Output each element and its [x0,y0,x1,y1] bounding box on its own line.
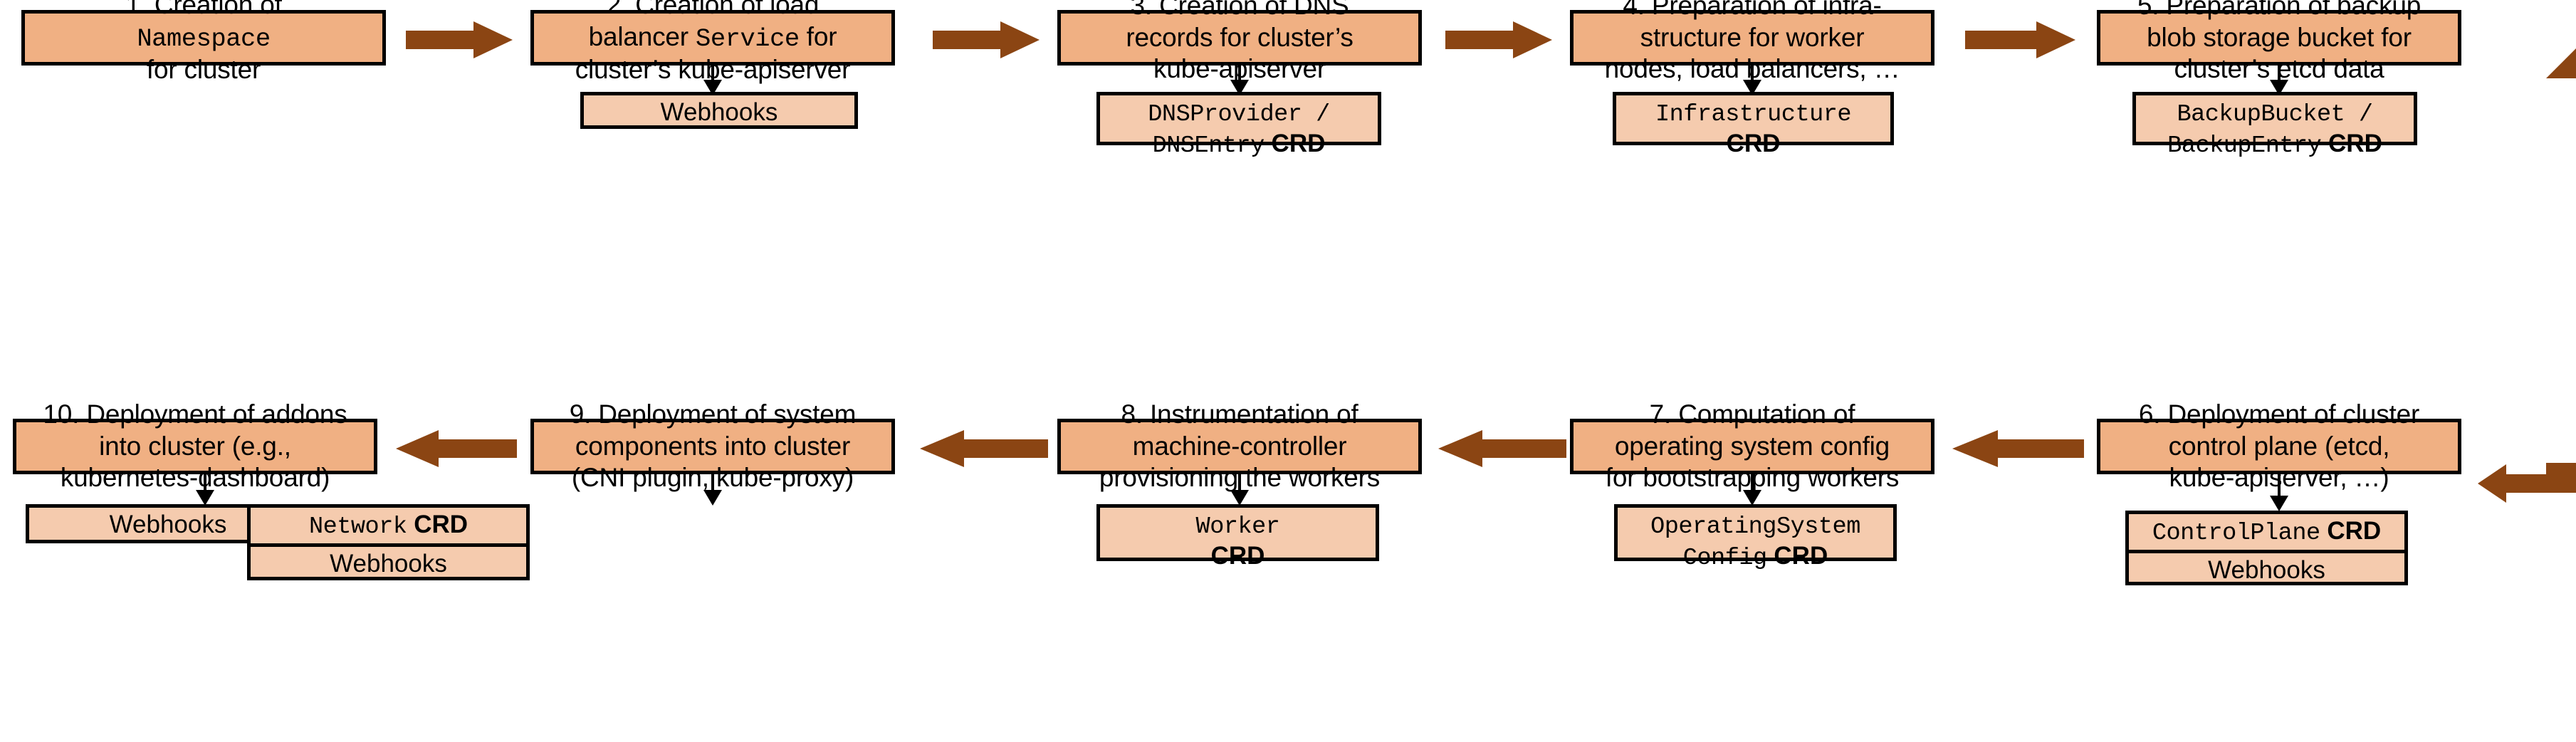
step-9-line1: 9. Deployment of system [569,399,857,429]
step-10-line2: into cluster (e.g., [99,431,291,461]
arrow-step5-to-step6-elbow [2478,26,2576,503]
child-box-8-worker-crd[interactable]: Worker CRD [1096,504,1379,570]
step-box-8[interactable]: 8. Instrumentation of machine-controller… [1057,399,1422,492]
arrow-step3-to-step4 [1445,21,1552,58]
config-label: Config [1682,545,1767,573]
step-6-text: 6. Deployment of cluster control plane (… [2106,399,2452,494]
arrow-step4-to-step5 [1965,21,2075,58]
dnsprovider-label: DNSProvider / [1148,101,1330,128]
step-2-line2-pre: balancer [588,21,696,51]
child-3-dns-crd-text: DNSProvider / DNSEntry CRD [1100,95,1378,163]
crd-label: CRD [2327,517,2382,545]
crd-label: CRD [1210,542,1265,570]
child-10-webhooks-label: Webhooks [109,511,227,538]
arrow-step2-to-step3 [933,21,1040,58]
step-2-line2-service: Service [696,23,800,53]
arrow-step6-to-step7 [1952,430,2084,467]
child-6-controlplane-crd-text: ControlPlane CRD [2129,514,2404,550]
child-2-webhooks-label: Webhooks [660,98,778,126]
step-box-10[interactable]: 10. Deployment of addons into cluster (e… [13,399,377,492]
connector-step5-to-backup-crd [2268,66,2290,95]
step-5-line2: blob storage bucket for [2147,22,2412,52]
step-2-line2-post: for [799,21,837,51]
connector-step3-to-dns-crd [1228,66,1251,95]
step-2-line1: 2. Creation of load [606,0,820,19]
arrow-step7-to-step8 [1438,430,1566,467]
step-3-line2: records for cluster’s [1126,22,1354,52]
connector-step9-to-network-crd [701,474,724,506]
connector-step8-to-worker-crd [1228,474,1251,506]
step-8-line1: 8. Instrumentation of [1121,399,1358,429]
connector-step7-to-osc-crd [1741,474,1764,506]
step-1-line3: for cluster [146,55,261,85]
step-box-6[interactable]: 6. Deployment of cluster control plane (… [2097,399,2461,492]
child-box-9-network[interactable]: Network CRD Webhooks [247,504,530,580]
step-10-line3: kubernetes-dashboard) [60,463,330,493]
backupentry-label: BackupEntry [2167,132,2322,160]
step-box-4[interactable]: 4. Preparation of infra- structure for w… [1570,0,1934,83]
child-9-webhooks-label: Webhooks [251,543,526,581]
step-3-line1: 3. Creation of DNS [1130,0,1349,20]
arrow-step1-to-step2 [406,21,513,58]
step-1-line1: 1. Creation of [125,0,282,19]
connector-step4-to-infrastructure-crd [1741,66,1764,95]
step-box-5[interactable]: 5. Preparation of backup blob storage bu… [2097,0,2461,83]
step-10-text: 10. Deployment of addons into cluster (e… [22,399,368,494]
operatingsystem-label: OperatingSystem [1650,513,1860,540]
backupbucket-label: BackupBucket / [2177,101,2373,128]
step-9-line2: components into cluster [575,431,851,461]
step-box-1[interactable]: 1. Creation of Namespace for cluster [21,0,386,84]
crd-label: CRD [2328,130,2382,158]
step-box-9[interactable]: 9. Deployment of system components into … [530,399,895,492]
step-7-line1: 7. Computation of [1649,399,1855,429]
child-box-7-osc-crd[interactable]: OperatingSystem Config CRD [1614,504,1897,572]
arrow-step8-to-step9 [920,430,1048,467]
child-box-6-controlplane[interactable]: ControlPlane CRD Webhooks [2125,511,2408,585]
controlplane-label: ControlPlane [2152,520,2320,547]
step-box-2[interactable]: 2. Creation of load balancer Service for… [530,0,895,84]
crd-label: CRD [1271,130,1326,158]
step-box-7[interactable]: 7. Computation of operating system confi… [1570,399,1934,492]
connector-step2-to-webhooks [701,66,724,95]
network-label: Network [308,513,407,540]
connector-step10-to-webhooks [194,474,216,506]
step-7-line2: operating system config [1614,431,1890,461]
child-box-4-infrastructure-crd[interactable]: Infrastructure CRD [1613,92,1894,157]
step-5-line1: 5. Preparation of backup [2137,0,2421,20]
step-9-text: 9. Deployment of system components into … [540,399,886,494]
child-5-backup-crd-text: BackupBucket / BackupEntry CRD [2136,95,2414,163]
dnsentry-label: DNSEntry [1152,132,1265,160]
child-9-network-crd-text: Network CRD [251,508,526,543]
crd-label: CRD [414,511,468,538]
arrow-step9-to-step10 [396,430,517,467]
step-1-line2-namespace: Namespace [137,23,271,53]
child-box-2-webhooks[interactable]: Webhooks [580,92,858,129]
step-4-line1: 4. Preparation of infra- [1623,0,1882,20]
worker-label: Worker [1195,513,1280,540]
step-8-line2: machine-controller [1132,431,1347,461]
step-8-text: 8. Instrumentation of machine-controller… [1067,399,1413,494]
step-4-text: 4. Preparation of infra- structure for w… [1579,0,1925,85]
infrastructure-label: Infrastructure [1655,101,1852,128]
crd-label: CRD [1726,130,1781,158]
step-6-line1: 6. Deployment of cluster [2138,399,2420,429]
child-8-worker-crd-text: Worker CRD [1100,508,1376,573]
step-10-line1: 10. Deployment of addons [43,399,347,429]
child-box-5-backup-crd[interactable]: BackupBucket / BackupEntry CRD [2132,92,2417,160]
child-4-infrastructure-crd-text: Infrastructure CRD [1616,95,1890,161]
step-6-line2: control plane (etcd, [2168,431,2390,461]
child-6-webhooks-label: Webhooks [2129,550,2404,587]
step-4-line2: structure for worker [1640,22,1865,52]
step-box-3[interactable]: 3. Creation of DNS records for cluster’s… [1057,0,1422,83]
step-1-text: 1. Creation of Namespace for cluster [31,0,377,86]
crd-label: CRD [1774,542,1828,570]
child-7-osc-crd-text: OperatingSystem Config CRD [1618,508,1893,575]
connector-step6-to-controlplane-crd [2268,474,2290,511]
child-box-3-dns-crd[interactable]: DNSProvider / DNSEntry CRD [1096,92,1381,160]
